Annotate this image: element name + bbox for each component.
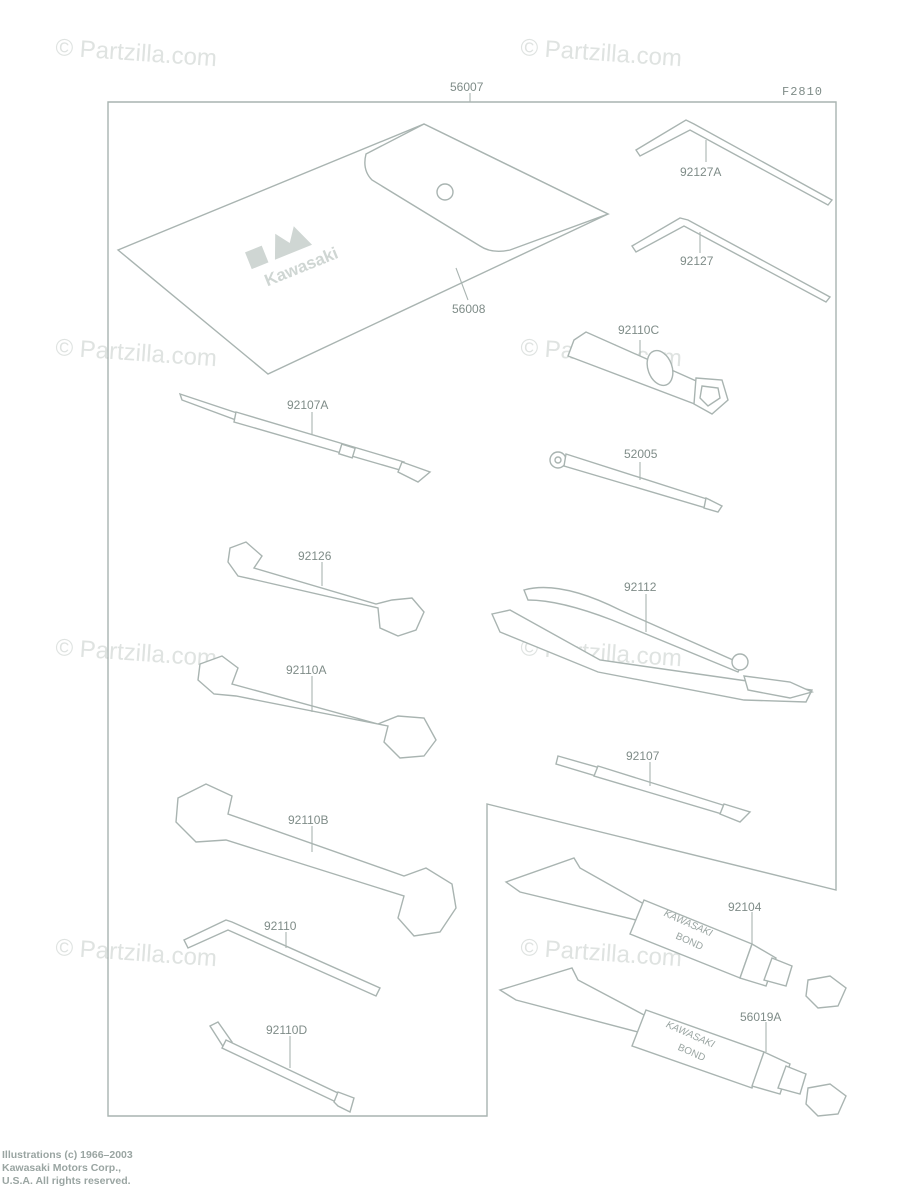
part-label-92104: 92104 [728, 900, 762, 914]
screwdriver-handle-52005 [549, 451, 724, 513]
part-label-56019A: 56019A [740, 1010, 781, 1024]
figure-number: F2810 [782, 85, 823, 99]
part-label-92110: 92110 [264, 919, 297, 933]
screwdriver-92107 [555, 755, 752, 823]
copyright-notice: Illustrations (c) 1966–2003 Kawasaki Mot… [2, 1149, 133, 1188]
watermark: © Partzilla.com [520, 34, 683, 72]
copyright-line: Kawasaki Motors Corp., [2, 1162, 122, 1174]
part-label-92110C: 92110C [618, 323, 659, 337]
driver-92110D [208, 1021, 355, 1114]
tool-pouch: Kawasaki [116, 123, 610, 375]
part-label-92126: 92126 [298, 549, 332, 563]
plug-wrench-92110C [567, 331, 729, 415]
hex-key-92127 [631, 217, 832, 303]
part-label-92110D: 92110D [266, 1023, 307, 1037]
watermark: © Partzilla.com [55, 34, 218, 72]
copyright-line: Illustrations (c) 1966–2003 [2, 1149, 133, 1161]
bond-tube-56019A: KAWASAKI BOND [498, 967, 847, 1117]
part-label-92107: 92107 [626, 749, 660, 763]
wrench-92110B [175, 783, 457, 937]
part-label-92110B: 92110B [288, 813, 328, 827]
part-label-92107A: 92107A [287, 398, 328, 412]
part-label-92110A: 92110A [286, 663, 326, 677]
part-label-92127A: 92127A [680, 165, 721, 179]
copyright-line: U.S.A. All rights reserved. [2, 1175, 131, 1187]
hex-key-92127A [635, 119, 834, 206]
screwdriver-92107A [178, 392, 432, 483]
grease-tube-92104: KAWASAKI BOND [504, 857, 847, 1009]
wrench-92126 [227, 541, 425, 637]
kit-boundary-line [107, 101, 837, 1117]
part-label-52005: 52005 [624, 447, 658, 461]
kit-label: 56007 [450, 80, 484, 94]
hex-key-92110 [183, 919, 381, 997]
part-label-92127: 92127 [680, 254, 714, 268]
pliers-92112 [491, 586, 815, 703]
watermark: © Partzilla.com [55, 634, 218, 672]
part-label-56008: 56008 [452, 302, 486, 316]
wrench-92110A [197, 655, 437, 759]
watermark: © Partzilla.com [55, 334, 218, 372]
part-label-92112: 92112 [624, 580, 657, 594]
